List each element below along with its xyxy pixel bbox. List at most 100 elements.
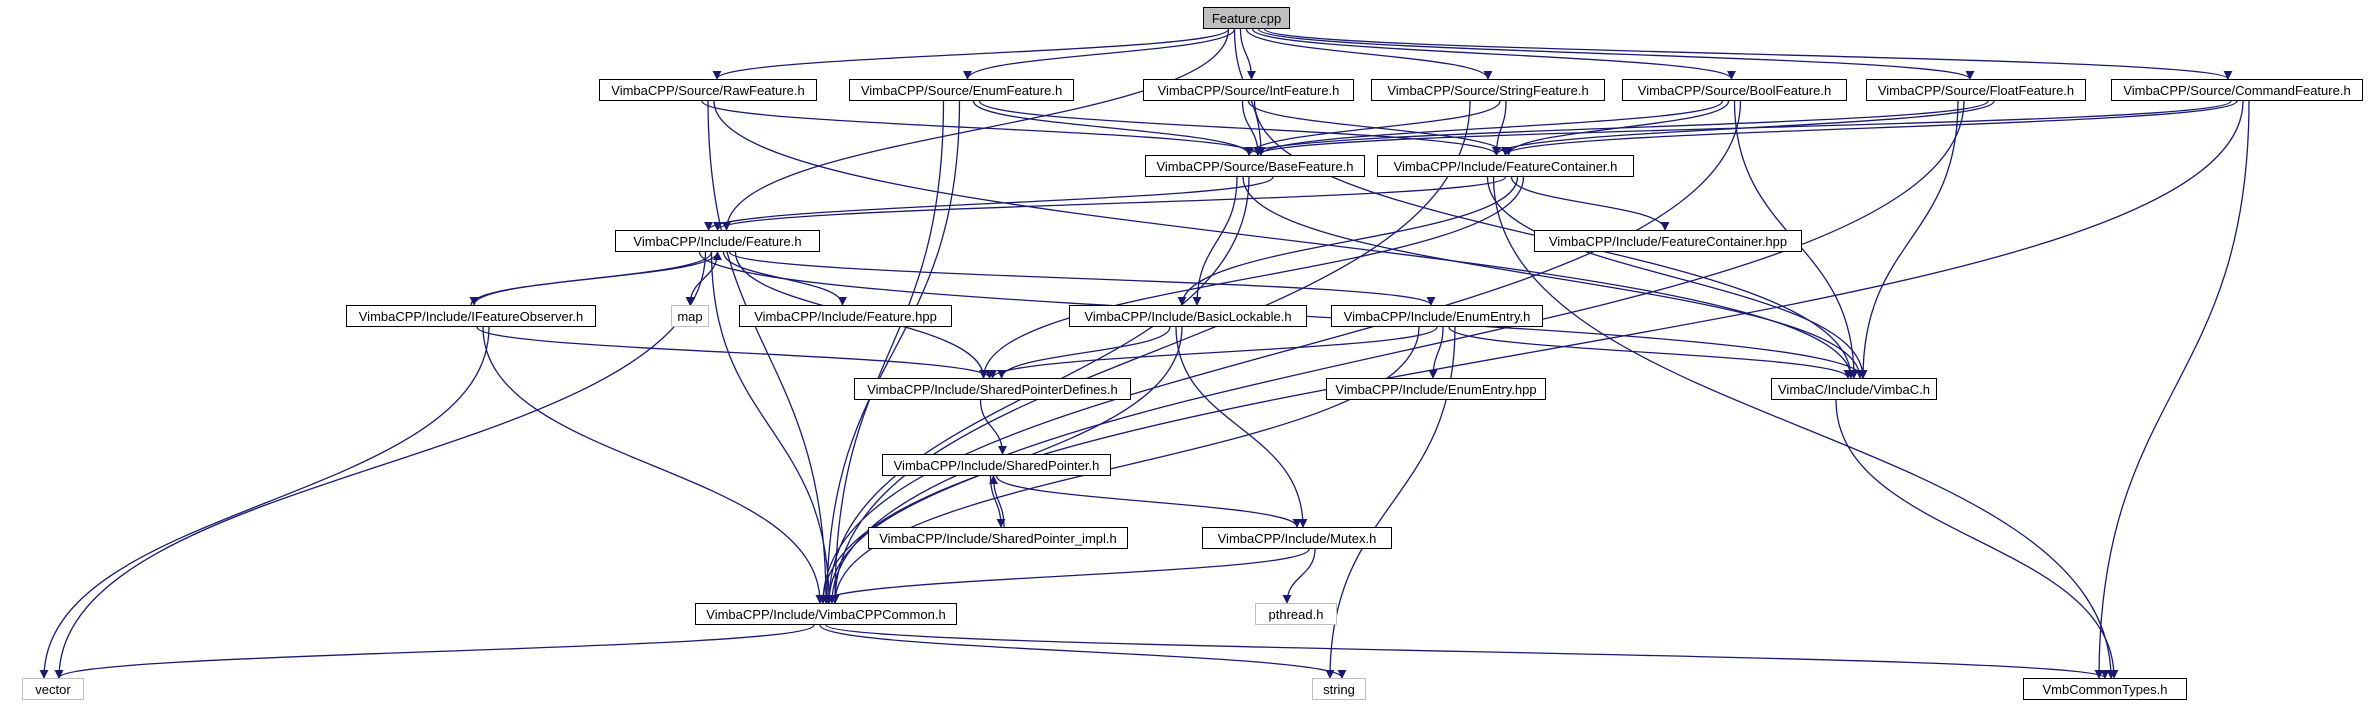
edge-featurecontainer_h-to-vmbcommontypes xyxy=(1492,176,2116,679)
node-vimbacppcommon[interactable]: VimbaCPP/Include/VimbaCPPCommon.h xyxy=(695,603,957,625)
node-vector[interactable]: vector xyxy=(22,678,84,700)
edge-basiclockable-to-mutex xyxy=(1175,326,1308,528)
edge-vimbacppcommon-to-string xyxy=(819,624,1347,679)
node-boolfeature[interactable]: VimbaCPP/Source/BoolFeature.h xyxy=(1622,79,1847,101)
node-feature-hpp[interactable]: VimbaCPP/Include/Feature.hpp xyxy=(739,305,952,327)
node-label: VimbaCPP/Include/SharedPointerDefines.h xyxy=(867,381,1118,397)
node-sharedpointer-impl[interactable]: VimbaCPP/Include/SharedPointer_impl.h xyxy=(868,527,1128,549)
node-label: VimbaCPP/Source/FloatFeature.h xyxy=(1877,82,2075,98)
node-featurecontainer-hpp[interactable]: VimbaCPP/Include/FeatureContainer.hpp xyxy=(1534,230,1802,252)
node-feature-h[interactable]: VimbaCPP/Include/Feature.h xyxy=(615,230,820,252)
node-ifeatureobserver[interactable]: VimbaCPP/Include/IFeatureObserver.h xyxy=(346,305,596,327)
edge-enumfeature-to-vimbacppcommon xyxy=(830,100,945,604)
node-basiclockable[interactable]: VimbaCPP/Include/BasicLockable.h xyxy=(1069,305,1307,327)
node-label: VimbaCPP/Include/SharedPointer_impl.h xyxy=(879,530,1117,546)
node-label: map xyxy=(677,308,703,324)
edge-ifeatureobserver-to-sharedpointerdefines xyxy=(476,326,994,379)
node-label: vector xyxy=(35,681,71,697)
edge-feature_cpp-to-stringfeature xyxy=(1245,28,1493,80)
node-label: VimbaCPP/Include/VimbaCPPCommon.h xyxy=(706,606,946,622)
node-string[interactable]: string xyxy=(1312,678,1366,700)
node-label: VimbaCPP/Include/Mutex.h xyxy=(1217,530,1377,546)
edge-basefeature-to-vimbac xyxy=(1242,176,1865,379)
node-feature-cpp: Feature.cpp xyxy=(1203,7,1290,29)
edge-rawfeature-to-basefeature xyxy=(701,100,1263,156)
edge-feature_cpp-to-rawfeature xyxy=(712,28,1230,80)
node-label: VimbaCPP/Source/CommandFeature.h xyxy=(2123,82,2351,98)
edge-basefeature-to-feature_h xyxy=(704,176,1274,231)
node-featurecontainer-h[interactable]: VimbaCPP/Include/FeatureContainer.h xyxy=(1377,155,1634,177)
node-stringfeature[interactable]: VimbaCPP/Source/StringFeature.h xyxy=(1371,79,1605,101)
edge-feature_h-to-vector xyxy=(54,251,707,679)
node-vimbac[interactable]: VimbaC/Include/VimbaC.h xyxy=(1771,378,1937,400)
node-basefeature[interactable]: VimbaCPP/Source/BaseFeature.h xyxy=(1145,155,1365,177)
edge-commandfeature-to-vmbcommontypes xyxy=(2094,100,2250,679)
edge-floatfeature-to-vimbacppcommon xyxy=(827,100,1965,604)
node-sharedpointerdefines[interactable]: VimbaCPP/Include/SharedPointerDefines.h xyxy=(854,378,1131,400)
node-label: VimbaCPP/Source/StringFeature.h xyxy=(1387,82,1589,98)
edge-rawfeature-to-vimbacppcommon xyxy=(707,100,831,604)
edge-enumfeature-to-featurecontainer_h xyxy=(978,100,1501,156)
edge-feature_cpp-to-enumfeature xyxy=(963,28,1236,80)
node-label: VimbaCPP/Source/EnumFeature.h xyxy=(860,82,1063,98)
node-label: VimbaCPP/Source/BoolFeature.h xyxy=(1637,82,1832,98)
edge-stringfeature-to-basefeature xyxy=(1244,100,1501,156)
node-enumfeature[interactable]: VimbaCPP/Source/EnumFeature.h xyxy=(849,79,1074,101)
node-label: VimbaCPP/Include/EnumEntry.hpp xyxy=(1335,381,1537,397)
edge-enumentry_h-to-enumentry_hpp xyxy=(1428,326,1444,379)
edge-enumentry_h-to-vimbac xyxy=(1448,326,1853,379)
edge-vimbac-to-vmbcommontypes xyxy=(1835,399,2119,679)
edge-enumentry_h-to-sharedpointerdefines xyxy=(988,326,1438,379)
edge-feature_cpp-to-boolfeature xyxy=(1251,28,1736,80)
edge-basefeature-to-basiclockable xyxy=(1192,176,1238,306)
node-sharedpointer[interactable]: VimbaCPP/Include/SharedPointer.h xyxy=(882,454,1111,476)
edge-featurecontainer_h-to-feature_h xyxy=(713,176,1507,231)
edge-basiclockable-to-sharedpointerdefines xyxy=(997,326,1171,379)
node-pthread[interactable]: pthread.h xyxy=(1255,603,1337,625)
node-label: VimbaC/Include/VimbaC.h xyxy=(1778,381,1930,397)
node-rawfeature[interactable]: VimbaCPP/Source/RawFeature.h xyxy=(599,79,817,101)
edge-sharedpointer-to-mutex xyxy=(995,475,1302,528)
edge-featurecontainer_h-to-basiclockable xyxy=(1177,176,1519,306)
node-label: VimbaCPP/Include/Feature.h xyxy=(633,233,802,249)
edge-ifeatureobserver-to-vimbacppcommon xyxy=(482,326,825,604)
edge-feature_h-to-enumentry_h xyxy=(728,251,1436,306)
edge-ifeatureobserver-to-vector xyxy=(39,326,490,679)
node-intfeature[interactable]: VimbaCPP/Source/IntFeature.h xyxy=(1143,79,1354,101)
edge-feature_cpp-to-intfeature xyxy=(1239,28,1257,80)
node-label: VimbaCPP/Include/FeatureContainer.hpp xyxy=(1548,233,1788,249)
node-vmbcommontypes[interactable]: VmbCommonTypes.h xyxy=(2023,678,2187,700)
node-enumentry-hpp[interactable]: VimbaCPP/Include/EnumEntry.hpp xyxy=(1326,378,1546,400)
edge-sharedpointer_impl-to-sharedpointer xyxy=(988,475,1005,528)
edge-featurecontainer_h-to-featurecontainer_hpp xyxy=(1510,176,1670,231)
node-label: VimbaCPP/Source/BaseFeature.h xyxy=(1156,158,1354,174)
node-label: VimbaCPP/Source/RawFeature.h xyxy=(611,82,805,98)
edge-feature_cpp-to-feature_h xyxy=(721,28,1230,231)
node-label: Feature.cpp xyxy=(1211,10,1282,26)
node-label: VmbCommonTypes.h xyxy=(2042,681,2168,697)
node-label: VimbaCPP/Include/SharedPointer.h xyxy=(893,457,1100,473)
edge-enumfeature-to-vimbacppcommon xyxy=(822,100,961,604)
node-label: VimbaCPP/Include/IFeatureObserver.h xyxy=(358,308,584,324)
edge-ifeatureobserver-to-feature_h xyxy=(470,251,722,306)
edge-floatfeature-to-vimbac xyxy=(1858,100,1959,379)
edge-enumfeature-to-basefeature xyxy=(972,100,1254,156)
node-mutex[interactable]: VimbaCPP/Include/Mutex.h xyxy=(1202,527,1392,549)
edge-stringfeature-to-vimbacppcommon xyxy=(830,100,1471,604)
node-label: VimbaCPP/Include/Feature.hpp xyxy=(754,308,937,324)
edge-floatfeature-to-basefeature xyxy=(1244,100,1989,156)
node-label: VimbaCPP/Source/IntFeature.h xyxy=(1157,82,1340,98)
edge-sharedpointerdefines-to-sharedpointer xyxy=(979,399,1008,455)
edge-featurecontainer_h-to-vimbac xyxy=(1486,176,1868,379)
node-map[interactable]: map xyxy=(671,305,709,327)
edge-commandfeature-to-vimbacppcommon xyxy=(818,100,2244,604)
node-commandfeature[interactable]: VimbaCPP/Source/CommandFeature.h xyxy=(2111,79,2363,101)
node-label: VimbaCPP/Include/BasicLockable.h xyxy=(1084,308,1292,324)
edge-feature_cpp-to-commandfeature xyxy=(1263,28,2233,80)
node-floatfeature[interactable]: VimbaCPP/Source/FloatFeature.h xyxy=(1866,79,2086,101)
edge-featurecontainer_h-to-sharedpointerdefines xyxy=(978,176,1525,379)
edge-commandfeature-to-basefeature xyxy=(1253,100,2232,156)
node-enumentry-h[interactable]: VimbaCPP/Include/EnumEntry.h xyxy=(1331,305,1543,327)
